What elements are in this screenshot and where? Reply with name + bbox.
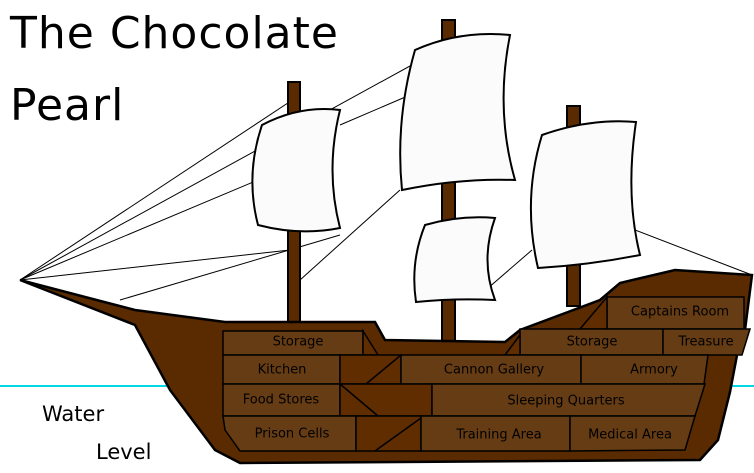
label-captains-room: Captains Room — [631, 305, 729, 320]
fore-sail — [251, 108, 342, 233]
label-sleeping-quarters: Sleeping Quarters — [507, 394, 625, 409]
main-top-sail — [399, 33, 517, 192]
stair-line — [339, 383, 379, 417]
room-training-area — [420, 415, 571, 452]
stair — [339, 354, 402, 385]
main-lower-sail — [413, 216, 497, 304]
room-prison-cells — [222, 415, 357, 452]
label-kitchen: Kitchen — [258, 363, 307, 378]
label-training-area: Training Area — [455, 428, 541, 443]
label-prison-cells: Prison Cells — [255, 427, 330, 442]
sails — [251, 33, 642, 304]
stair — [339, 383, 433, 417]
label-armory: Armory — [630, 363, 678, 378]
label-food-stores: Food Stores — [243, 393, 320, 408]
water-label-line-1: Water — [42, 402, 105, 426]
rooms — [222, 294, 752, 452]
stair-line — [365, 354, 402, 385]
rigging-lines — [19, 54, 753, 301]
room-medical-area — [569, 415, 697, 452]
water-label-line-2: Level — [96, 440, 152, 464]
stair — [355, 415, 422, 452]
title-line-1: The Chocolate — [10, 8, 339, 59]
label-storage-aft: Storage — [567, 335, 618, 350]
label-cannon-gallery: Cannon Gallery — [444, 363, 544, 378]
title-line-2: Pearl — [10, 80, 125, 131]
label-treasure: Treasure — [677, 335, 733, 350]
room-treasure — [662, 328, 752, 356]
stair-line — [374, 417, 422, 452]
label-storage-fore: Storage — [273, 335, 324, 350]
mizzen-sail — [529, 120, 642, 270]
label-medical-area: Medical Area — [588, 428, 672, 443]
room-labels: Storage Captains Room Storage Treasure K… — [243, 305, 734, 443]
room-storage-fore — [222, 330, 364, 356]
room-captains-room — [606, 296, 745, 330]
